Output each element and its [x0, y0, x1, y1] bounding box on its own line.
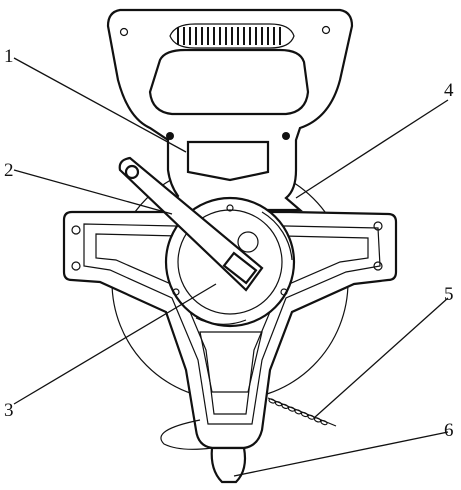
- frame-inner-outline-2: [95, 233, 369, 415]
- chain-link: [294, 409, 302, 415]
- chain-link: [307, 414, 315, 420]
- leader-line-3: [13, 283, 217, 405]
- chain-link: [313, 417, 322, 423]
- callout-6: 6: [444, 420, 454, 441]
- hub-arrow-arc-right: [261, 211, 293, 261]
- wing-screw-top-left: [71, 225, 81, 235]
- leader-line-4: [295, 99, 449, 199]
- handle-pin-right: [282, 132, 290, 140]
- leader-line-1: [13, 57, 187, 153]
- chain-link: [300, 411, 309, 418]
- hub-arrow-arc-bottom: [195, 317, 247, 325]
- handle-pin-left: [166, 132, 174, 140]
- winding-crank: [118, 156, 264, 292]
- chain-link: [274, 401, 283, 407]
- callout-2: 2: [4, 160, 14, 181]
- handle-rivet-right: [321, 25, 331, 35]
- tape-loop: [160, 419, 213, 450]
- tape-end-hook: [210, 446, 247, 484]
- crank-handle-knob: [124, 164, 140, 180]
- chain-link: [281, 403, 289, 410]
- handle-rivet-left: [119, 27, 129, 37]
- crank-coupling: [222, 251, 258, 285]
- callout-3: 3: [4, 400, 14, 421]
- hub-bolt-left: [172, 288, 180, 296]
- hub-knob: [237, 231, 259, 253]
- leader-line-6: [233, 431, 449, 477]
- wing-screw-bottom-left: [71, 261, 81, 271]
- callout-4: 4: [444, 80, 454, 101]
- grip-outline: [169, 23, 295, 49]
- leader-line-5: [313, 297, 449, 419]
- chain-link: [268, 398, 276, 404]
- wing-screw-bottom-right: [373, 261, 383, 271]
- callout-5: 5: [444, 284, 454, 305]
- frame-inner-outline: [83, 223, 381, 425]
- hub-bolt-right: [280, 288, 288, 296]
- wing-screw-top-right: [373, 221, 383, 231]
- handle-grip-window: [148, 48, 310, 116]
- lower-window: [199, 331, 263, 393]
- leader-line-2: [13, 169, 173, 215]
- label-plate: [186, 140, 270, 182]
- tape-chain: [268, 398, 328, 426]
- hub-bolt-top: [226, 204, 234, 212]
- callout-1: 1: [4, 46, 14, 67]
- reel-hub-inner: [177, 209, 283, 315]
- chain-link: [287, 406, 296, 412]
- chain-link: [320, 419, 328, 426]
- frame-wings: [62, 210, 398, 450]
- handle-grip-ribs: [177, 27, 281, 45]
